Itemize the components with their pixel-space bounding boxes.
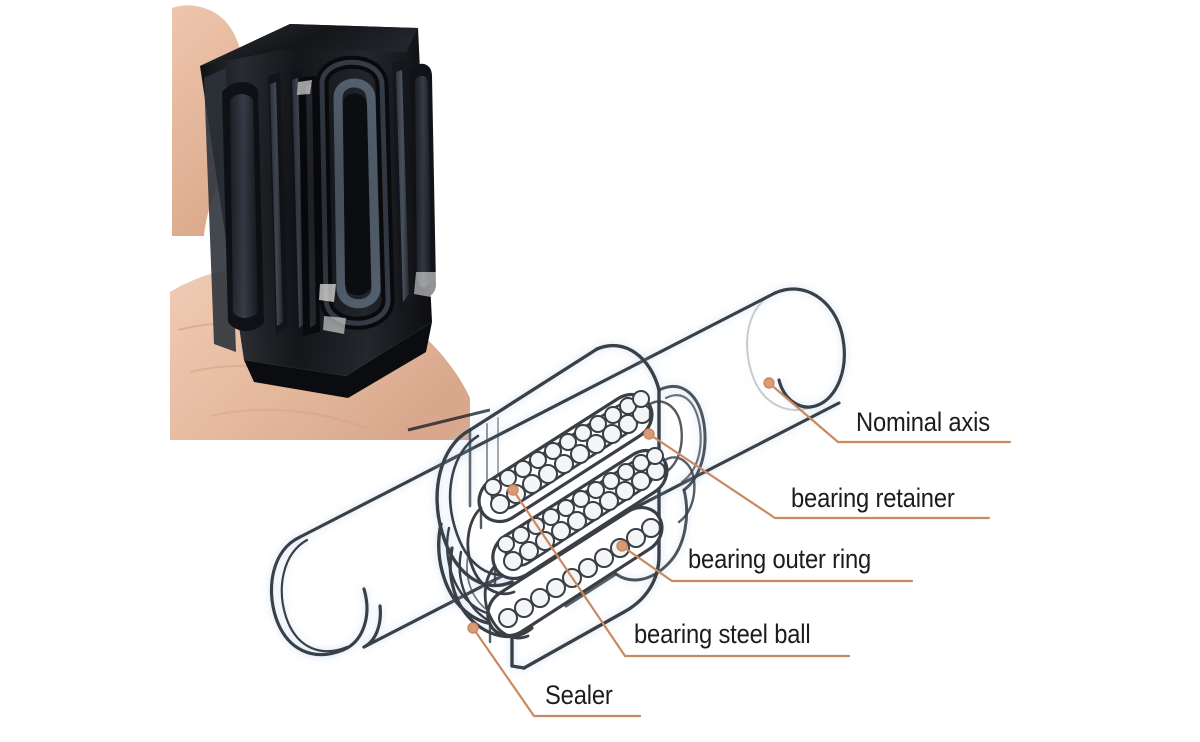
retainer-bottom-face bbox=[244, 322, 432, 398]
label-bearing-steel-ball: bearing steel ball bbox=[634, 619, 811, 649]
leader-line-bearing-retainer bbox=[647, 432, 991, 520]
ball-track-middle bbox=[491, 447, 669, 581]
label-nominal-axis: Nominal axis bbox=[856, 407, 990, 437]
sealer-lip bbox=[466, 555, 487, 610]
bearing-retainer-part bbox=[200, 24, 438, 398]
leader-lines-group bbox=[467, 377, 1012, 718]
retainer-shading bbox=[200, 24, 432, 376]
steel-balls-upper-row-b bbox=[484, 390, 650, 496]
outer-ring-left-face-inner bbox=[448, 434, 518, 577]
leader-dot-sealer bbox=[467, 622, 479, 634]
leader-line-sealer bbox=[471, 626, 642, 718]
outer-ring-right-face-inner bbox=[664, 394, 702, 484]
shaft-far-end-cap bbox=[773, 287, 846, 409]
leader-dot-nominal-axis bbox=[763, 377, 775, 389]
shaft-near-end-inner bbox=[280, 538, 349, 653]
finger-crease-3 bbox=[209, 408, 367, 429]
leader-line-bearing-steel-ball bbox=[511, 488, 851, 658]
bearing-retainer-walls bbox=[479, 404, 667, 644]
leader-dot-bearing-retainer bbox=[643, 428, 655, 440]
outer-ring-lower-edge bbox=[564, 572, 618, 608]
shaft-near-end-join bbox=[362, 604, 382, 649]
bearing-retainer-far-arcs bbox=[648, 400, 696, 524]
outer-ring-top-arc bbox=[595, 343, 661, 392]
leader-line-nominal-axis bbox=[767, 381, 1012, 444]
leader-dot-bearing-outer-ring bbox=[616, 540, 628, 552]
photo-hand-holding-retainer bbox=[170, 0, 490, 440]
outer-ring-top-edge bbox=[468, 347, 599, 432]
steel-balls-middle-row-a bbox=[503, 461, 666, 571]
outer-ring-cut-plane bbox=[522, 388, 661, 670]
shaft-far-end-hidden bbox=[746, 292, 819, 411]
bearing-retainer-end-face bbox=[466, 506, 530, 640]
leader-dot-bearing-steel-ball bbox=[507, 484, 519, 496]
label-sealer: Sealer bbox=[545, 680, 613, 710]
shaft-near-end-cap bbox=[269, 535, 369, 657]
outer-ring-right-scallop bbox=[614, 488, 689, 582]
outer-ring-right-face bbox=[657, 384, 707, 492]
desk-edge-line bbox=[407, 408, 490, 432]
label-bearing-outer-ring: bearing outer ring bbox=[688, 544, 872, 574]
leader-line-bearing-outer-ring bbox=[620, 544, 914, 583]
ball-circulation-assembly bbox=[477, 390, 669, 644]
steel-balls-middle-row-b bbox=[497, 447, 664, 553]
label-bearing-retainer: bearing retainer bbox=[791, 483, 955, 513]
